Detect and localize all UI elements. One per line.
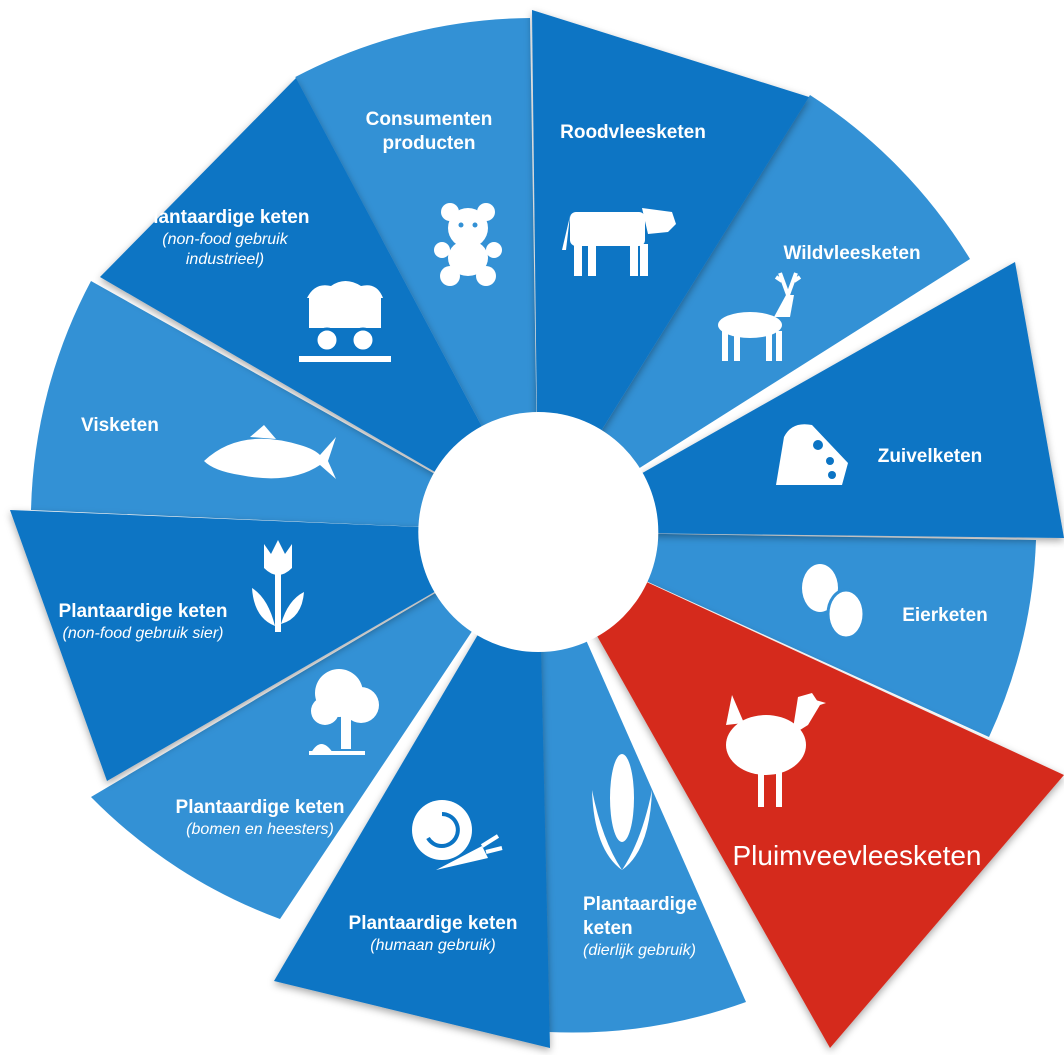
segment-title: Pluimveevleesketen <box>732 840 982 871</box>
label-roodvleesketen: Roodvleesketen <box>548 121 718 145</box>
segment-title: Zuivelketen <box>877 446 983 467</box>
segment-zuivelketen <box>538 262 1064 538</box>
tree-icon <box>309 669 379 755</box>
segment-title: Plantaardige keten <box>348 913 518 934</box>
segment-title: Plantaardige keten <box>583 894 698 939</box>
segment-title: Roodvleesketen <box>560 122 706 143</box>
label-eierketen: Eierketen <box>895 604 995 628</box>
segment-plantaardige-dierlijk <box>538 532 746 1033</box>
segment-subtitle: (dierlijk gebruik) <box>583 941 696 959</box>
label-plantaardige-humaan: Plantaardige keten (humaan gebruik) <box>333 912 533 956</box>
label-wildvleesketen: Wildvleesketen <box>767 242 937 266</box>
segment-eierketen <box>538 532 1036 737</box>
segment-visketen <box>31 281 539 532</box>
segment-subtitle: (bomen en heesters) <box>186 820 334 838</box>
segment-subtitle: (humaan gebruik) <box>370 936 496 954</box>
fish-icon <box>204 425 336 479</box>
segment-title: Consumenten producten <box>365 109 493 154</box>
label-plantaardige-dierlijk: Plantaardige keten (dierlijk gebruik) <box>583 893 733 961</box>
label-plantaardige-sier: Plantaardige keten (non-food gebruik sie… <box>38 600 248 644</box>
segment-title: Plantaardige keten <box>140 207 310 228</box>
segment-title: Visketen <box>81 415 159 436</box>
label-plantaardige-industrieel: Plantaardige keten (non-food gebruik ind… <box>135 206 315 270</box>
chicken-icon <box>726 693 826 807</box>
tulip-icon <box>252 540 304 632</box>
label-visketen: Visketen <box>81 414 201 438</box>
label-consumenten-producten: Consumenten producten <box>349 108 509 156</box>
segment-plantaardige-humaan <box>274 532 550 1048</box>
center-circle <box>418 412 659 652</box>
segment-title: Plantaardige keten <box>175 797 345 818</box>
label-plantaardige-bomen: Plantaardige keten (bomen en heesters) <box>160 796 360 840</box>
segment-roodvleesketen <box>532 10 809 532</box>
segment-subtitle: (non-food gebruik sier) <box>62 624 224 642</box>
segment-pluimveevleesketen <box>538 532 1064 1048</box>
segment-plantaardige-sier <box>10 510 539 781</box>
teddy-bear-icon <box>434 203 502 286</box>
cheese-icon <box>776 424 848 485</box>
deer-icon <box>718 272 802 361</box>
label-zuivelketen: Zuivelketen <box>870 445 990 469</box>
corn-icon <box>592 754 652 870</box>
mine-cart-icon <box>299 281 391 362</box>
label-pluimveevleesketen: Pluimveevleesketen <box>722 838 992 873</box>
segment-title: Plantaardige keten <box>58 601 228 622</box>
eggs-icon <box>802 564 866 640</box>
cow-icon <box>562 208 676 276</box>
segment-plantaardige-bomen <box>91 532 539 919</box>
vegetables-icon <box>412 800 503 870</box>
segment-consumenten-producten <box>295 18 539 532</box>
segment-title: Eierketen <box>902 605 988 626</box>
segment-subtitle: (non-food gebruik industrieel) <box>162 230 288 268</box>
segment-title: Wildvleesketen <box>783 243 921 264</box>
